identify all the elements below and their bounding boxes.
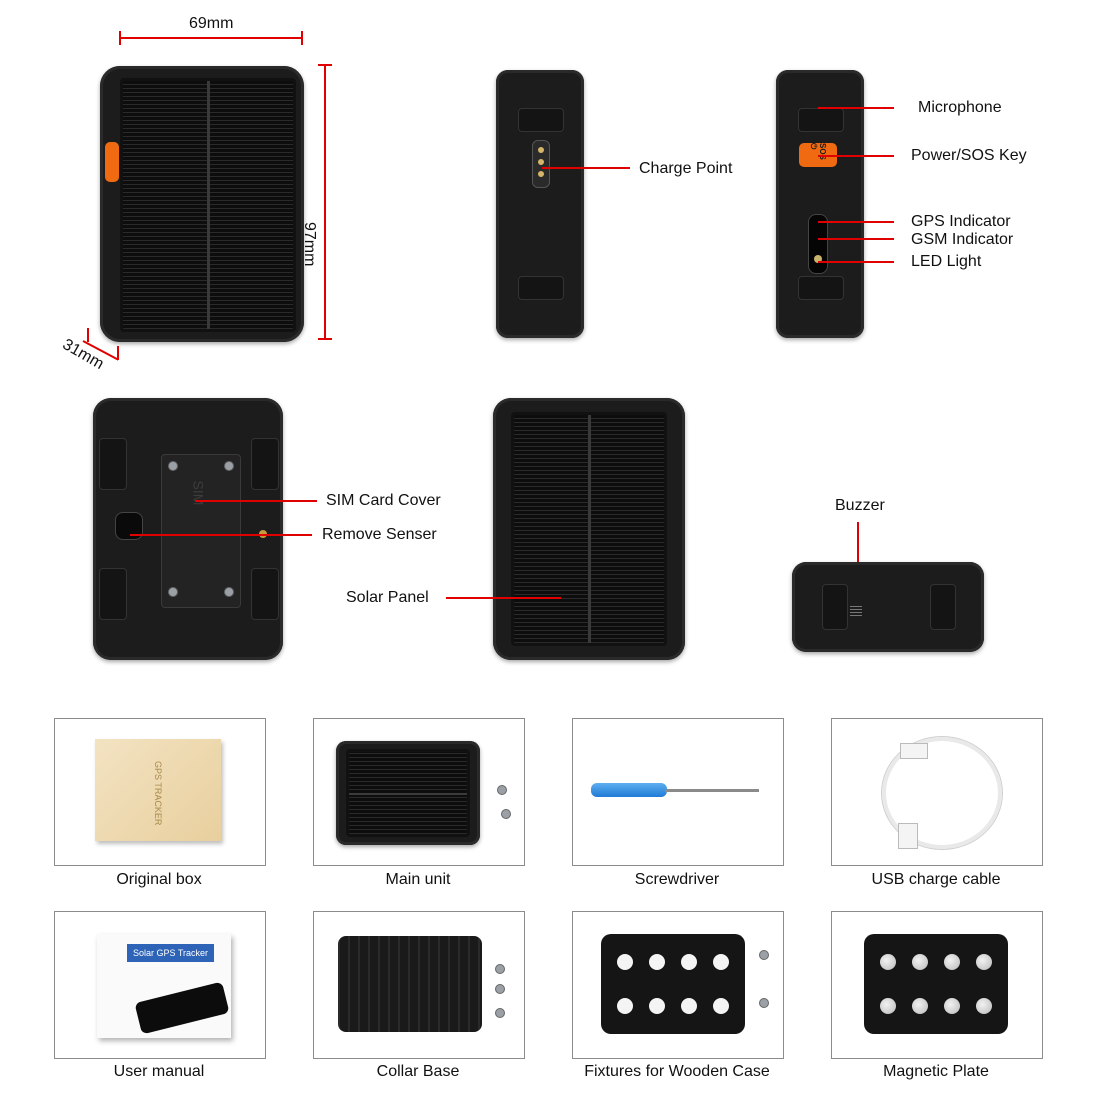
usb-cable-image xyxy=(882,737,1002,849)
charge-point-pins xyxy=(532,140,550,188)
solar-panel-label: Solar Panel xyxy=(346,589,429,606)
sim-card-cover-label: SIM Card Cover xyxy=(326,492,441,509)
package-cell-original-box: GPS TRACKER xyxy=(54,718,266,866)
sos-key xyxy=(105,142,119,182)
dimension-height-label: 97mm xyxy=(301,222,318,267)
device-back-view: SIM xyxy=(93,398,283,660)
device-charge-side-view xyxy=(496,70,584,338)
package-cell-magnetic-plate xyxy=(831,911,1043,1059)
package-cell-screwdriver xyxy=(572,718,784,866)
buzzer-label: Buzzer xyxy=(835,497,885,514)
charge-point-label: Charge Point xyxy=(639,160,733,177)
caption-original-box: Original box xyxy=(116,871,202,888)
package-cell-main-unit xyxy=(313,718,525,866)
gps-indicator-label: GPS Indicator xyxy=(911,213,1011,230)
main-unit-front-view xyxy=(100,66,304,342)
manual-title: Solar GPS Tracker xyxy=(127,944,215,962)
wooden-case-fixture-image xyxy=(601,934,745,1034)
caption-collar-base: Collar Base xyxy=(376,1063,460,1080)
caption-fixtures-wooden-case: Fixtures for Wooden Case xyxy=(584,1063,770,1080)
box-brand-text: GPS TRACKER xyxy=(153,761,163,826)
package-cell-wooden-case-fixtures xyxy=(572,911,784,1059)
user-manual-image: Solar GPS Tracker xyxy=(97,934,231,1038)
buzzer-grille xyxy=(850,604,862,616)
original-box-image: GPS TRACKER xyxy=(95,739,221,841)
package-cell-collar-base xyxy=(313,911,525,1059)
package-cell-user-manual: Solar GPS Tracker xyxy=(54,911,266,1059)
collar-base-image xyxy=(338,936,482,1032)
caption-usb-charge-cable: USB charge cable xyxy=(871,871,1001,888)
gsm-indicator-label: GSM Indicator xyxy=(911,231,1014,248)
magnetic-plate-image xyxy=(864,934,1008,1034)
remove-senser-label: Remove Senser xyxy=(322,526,437,543)
caption-user-manual: User manual xyxy=(113,1063,205,1080)
caption-main-unit: Main unit xyxy=(385,871,451,888)
caption-magnetic-plate: Magnetic Plate xyxy=(883,1063,989,1080)
dimension-width-label: 69mm xyxy=(189,15,234,32)
device-buzzer-view xyxy=(792,562,984,652)
device-solar-panel-view xyxy=(493,398,685,660)
screwdriver-image xyxy=(591,783,667,797)
microphone-label: Microphone xyxy=(918,99,1002,116)
main-unit-image xyxy=(336,741,480,845)
sim-card-cover: SIM xyxy=(161,454,241,608)
power-sos-key-label: Power/SOS Key xyxy=(911,147,1027,164)
device-control-side-view: SOS ⏻ xyxy=(776,70,864,338)
caption-screwdriver: Screwdriver xyxy=(634,871,720,888)
package-cell-usb-cable xyxy=(831,718,1043,866)
led-light-label: LED Light xyxy=(911,253,982,270)
charge-point-callout-line xyxy=(542,167,630,169)
indicator-window xyxy=(808,214,828,274)
